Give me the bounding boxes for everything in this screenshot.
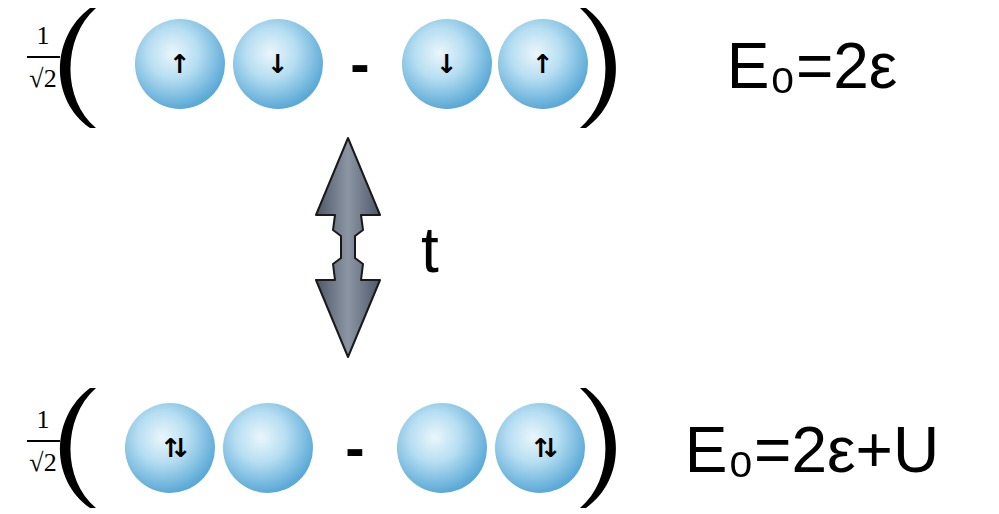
- spin-arrow: ↓: [402, 19, 492, 109]
- fraction-numerator: 1: [37, 23, 50, 49]
- spin-arrow: ↓: [233, 19, 323, 109]
- hopping-label: t: [421, 218, 439, 282]
- site-ball: ↑: [135, 19, 225, 109]
- parenthesis: [60, 8, 96, 128]
- site-ball: ↑↓: [495, 403, 585, 493]
- spin-arrow: ↑: [498, 19, 588, 109]
- minus-sign: -: [350, 35, 369, 93]
- site-ball: ↑: [498, 19, 588, 109]
- ball-shape: [125, 403, 215, 493]
- ball-shape: [498, 19, 588, 109]
- spin-arrow: ↑↓: [125, 403, 215, 493]
- energy-label: E₀=2ε: [727, 34, 898, 98]
- site-ball: ↓: [402, 19, 492, 109]
- fraction-bar: [27, 56, 60, 58]
- fraction-bar: [27, 440, 60, 442]
- spin-arrow: ↑: [135, 19, 225, 109]
- spin-arrow: ↑↓: [495, 403, 585, 493]
- energy-label: E₀=2ε+U: [685, 418, 939, 482]
- empty-site: [397, 403, 487, 493]
- fraction-denominator: √2: [29, 66, 56, 92]
- ball-shape: [402, 19, 492, 109]
- fraction-numerator: 1: [37, 407, 50, 433]
- parenthesis: [580, 388, 616, 508]
- ball-shape: [233, 19, 323, 109]
- empty-site: [223, 403, 313, 493]
- ball-shape: [135, 19, 225, 109]
- ball-shape: [495, 403, 585, 493]
- minus-sign: -: [345, 419, 364, 477]
- fraction-denominator: √2: [29, 450, 56, 476]
- parenthesis: [60, 388, 96, 508]
- double-arrow: [316, 138, 380, 357]
- site-ball: ↓: [233, 19, 323, 109]
- site-ball: ↑↓: [125, 403, 215, 493]
